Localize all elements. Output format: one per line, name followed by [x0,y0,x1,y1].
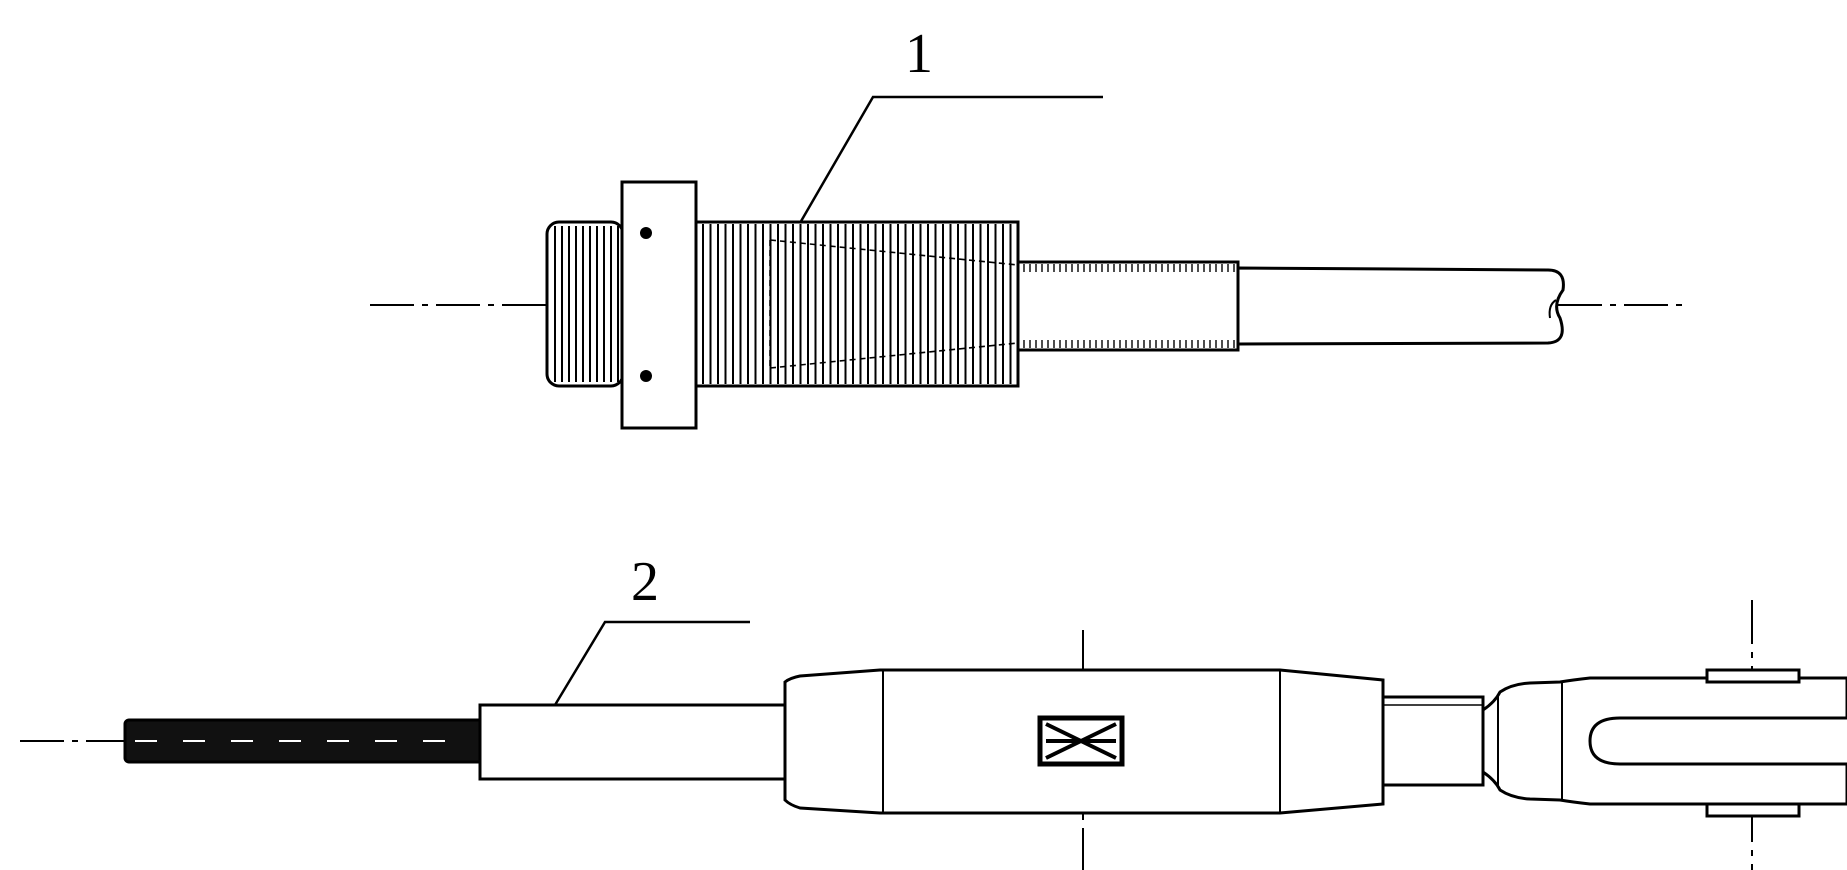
part-1-leader-line [798,95,1103,224]
part-2-leader-line [553,620,750,706]
part-2-label: 2 [631,551,659,613]
part-1-flange [620,180,698,430]
part-1-flange-hole-bottom [640,370,652,382]
part-2-window-cross [1045,722,1117,760]
part-1-flange-hole-top [640,227,652,239]
part-2-clevis-slot [1588,716,1847,766]
part-2-sleeve [478,703,787,781]
part-1-rod-threaded [1016,260,1240,352]
part-1-cap-knurling [554,226,619,382]
part-1-threaded-body [694,220,1020,388]
part-2-neck [1381,695,1485,787]
part-2-turnbuckle-assembly: 2 [20,551,1847,870]
part-1-rod-threads [1023,264,1235,348]
part-1-plain-rod [1236,266,1565,346]
part-2-clevis-pin-head-bottom [1705,802,1801,818]
part-1-rod-break [1548,299,1557,319]
part-1-internal-taper [769,239,1019,369]
part-1-threaded-connector: 1 [370,23,1682,430]
part-2-clevis-pin-head-top [1705,668,1801,684]
part-1-label: 1 [905,23,933,85]
